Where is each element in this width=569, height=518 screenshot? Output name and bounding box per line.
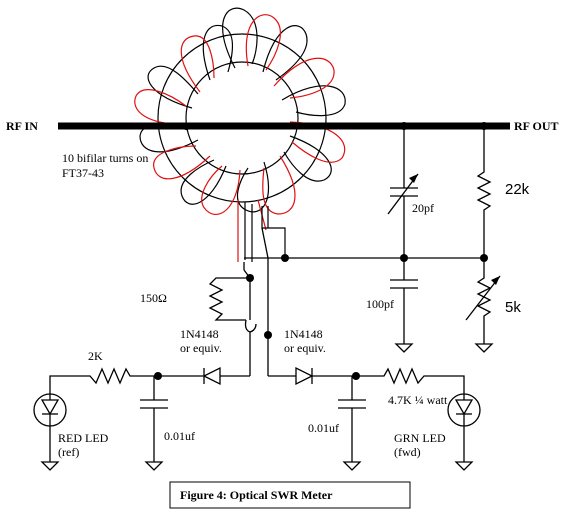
black-windings: [139, 7, 346, 213]
red-led: [33, 393, 67, 471]
red-windings: [134, 14, 346, 215]
red-led-label-line2: (ref): [58, 445, 79, 459]
toroid-transformer: [134, 7, 346, 262]
resistor-150-ohm: [208, 262, 257, 333]
diode-right-1n4148: [268, 366, 356, 386]
resistor-2k: [49, 367, 158, 394]
pot-5k-label: 5k: [505, 299, 521, 316]
r-47k-label: 4.7K ¼ watt: [388, 393, 448, 407]
c-left-label: 0.01uf: [164, 429, 195, 443]
r-150-label: 150Ω: [140, 291, 167, 305]
rf-out-label: RF OUT: [514, 119, 559, 133]
diode-left-1n4148: [158, 366, 250, 386]
r-22k-label: 22k: [505, 181, 530, 198]
toroid-leads: [237, 199, 286, 262]
potentiometer-5k: [465, 258, 501, 353]
green-led: [447, 393, 481, 471]
diode-right-label-line1: 1N4148: [284, 327, 323, 341]
diode-right-label-line2: or equiv.: [284, 341, 326, 355]
red-led-label-line1: RED LED: [58, 431, 109, 445]
diode-left-label-line1: 1N4148: [180, 327, 219, 341]
toroid-inner-ring: [185, 61, 299, 175]
c-100pf-label: 100pf: [366, 297, 394, 311]
resistor-22k: [476, 126, 492, 258]
c-right-label: 0.01uf: [308, 421, 339, 435]
capacitor-left-0.01uf: [140, 376, 168, 471]
capacitor-100pf: [390, 258, 418, 353]
junction-dot: [281, 254, 289, 262]
toroid-outer-ring: [157, 33, 327, 203]
grn-led-label-line2: (fwd): [394, 445, 421, 459]
grn-led-label-line1: GRN LED: [394, 431, 446, 445]
capacitor-right-0.01uf: [338, 376, 366, 471]
r-2k-label: 2K: [88, 349, 103, 363]
diode-left-label-line2: or equiv.: [180, 341, 222, 355]
toroid-note-line1: 10 bifilar turns on: [62, 151, 148, 165]
toroid-note-line2: FT37-43: [62, 166, 104, 180]
resistor-4.7k: [356, 367, 465, 394]
c-var-label: 20pf: [412, 201, 434, 215]
variable-capacitor-20pf: [387, 126, 419, 258]
figure-caption: Figure 4: Optical SWR Meter: [180, 488, 333, 502]
caption-box: [169, 481, 411, 509]
rf-in-label: RF IN: [6, 119, 38, 133]
